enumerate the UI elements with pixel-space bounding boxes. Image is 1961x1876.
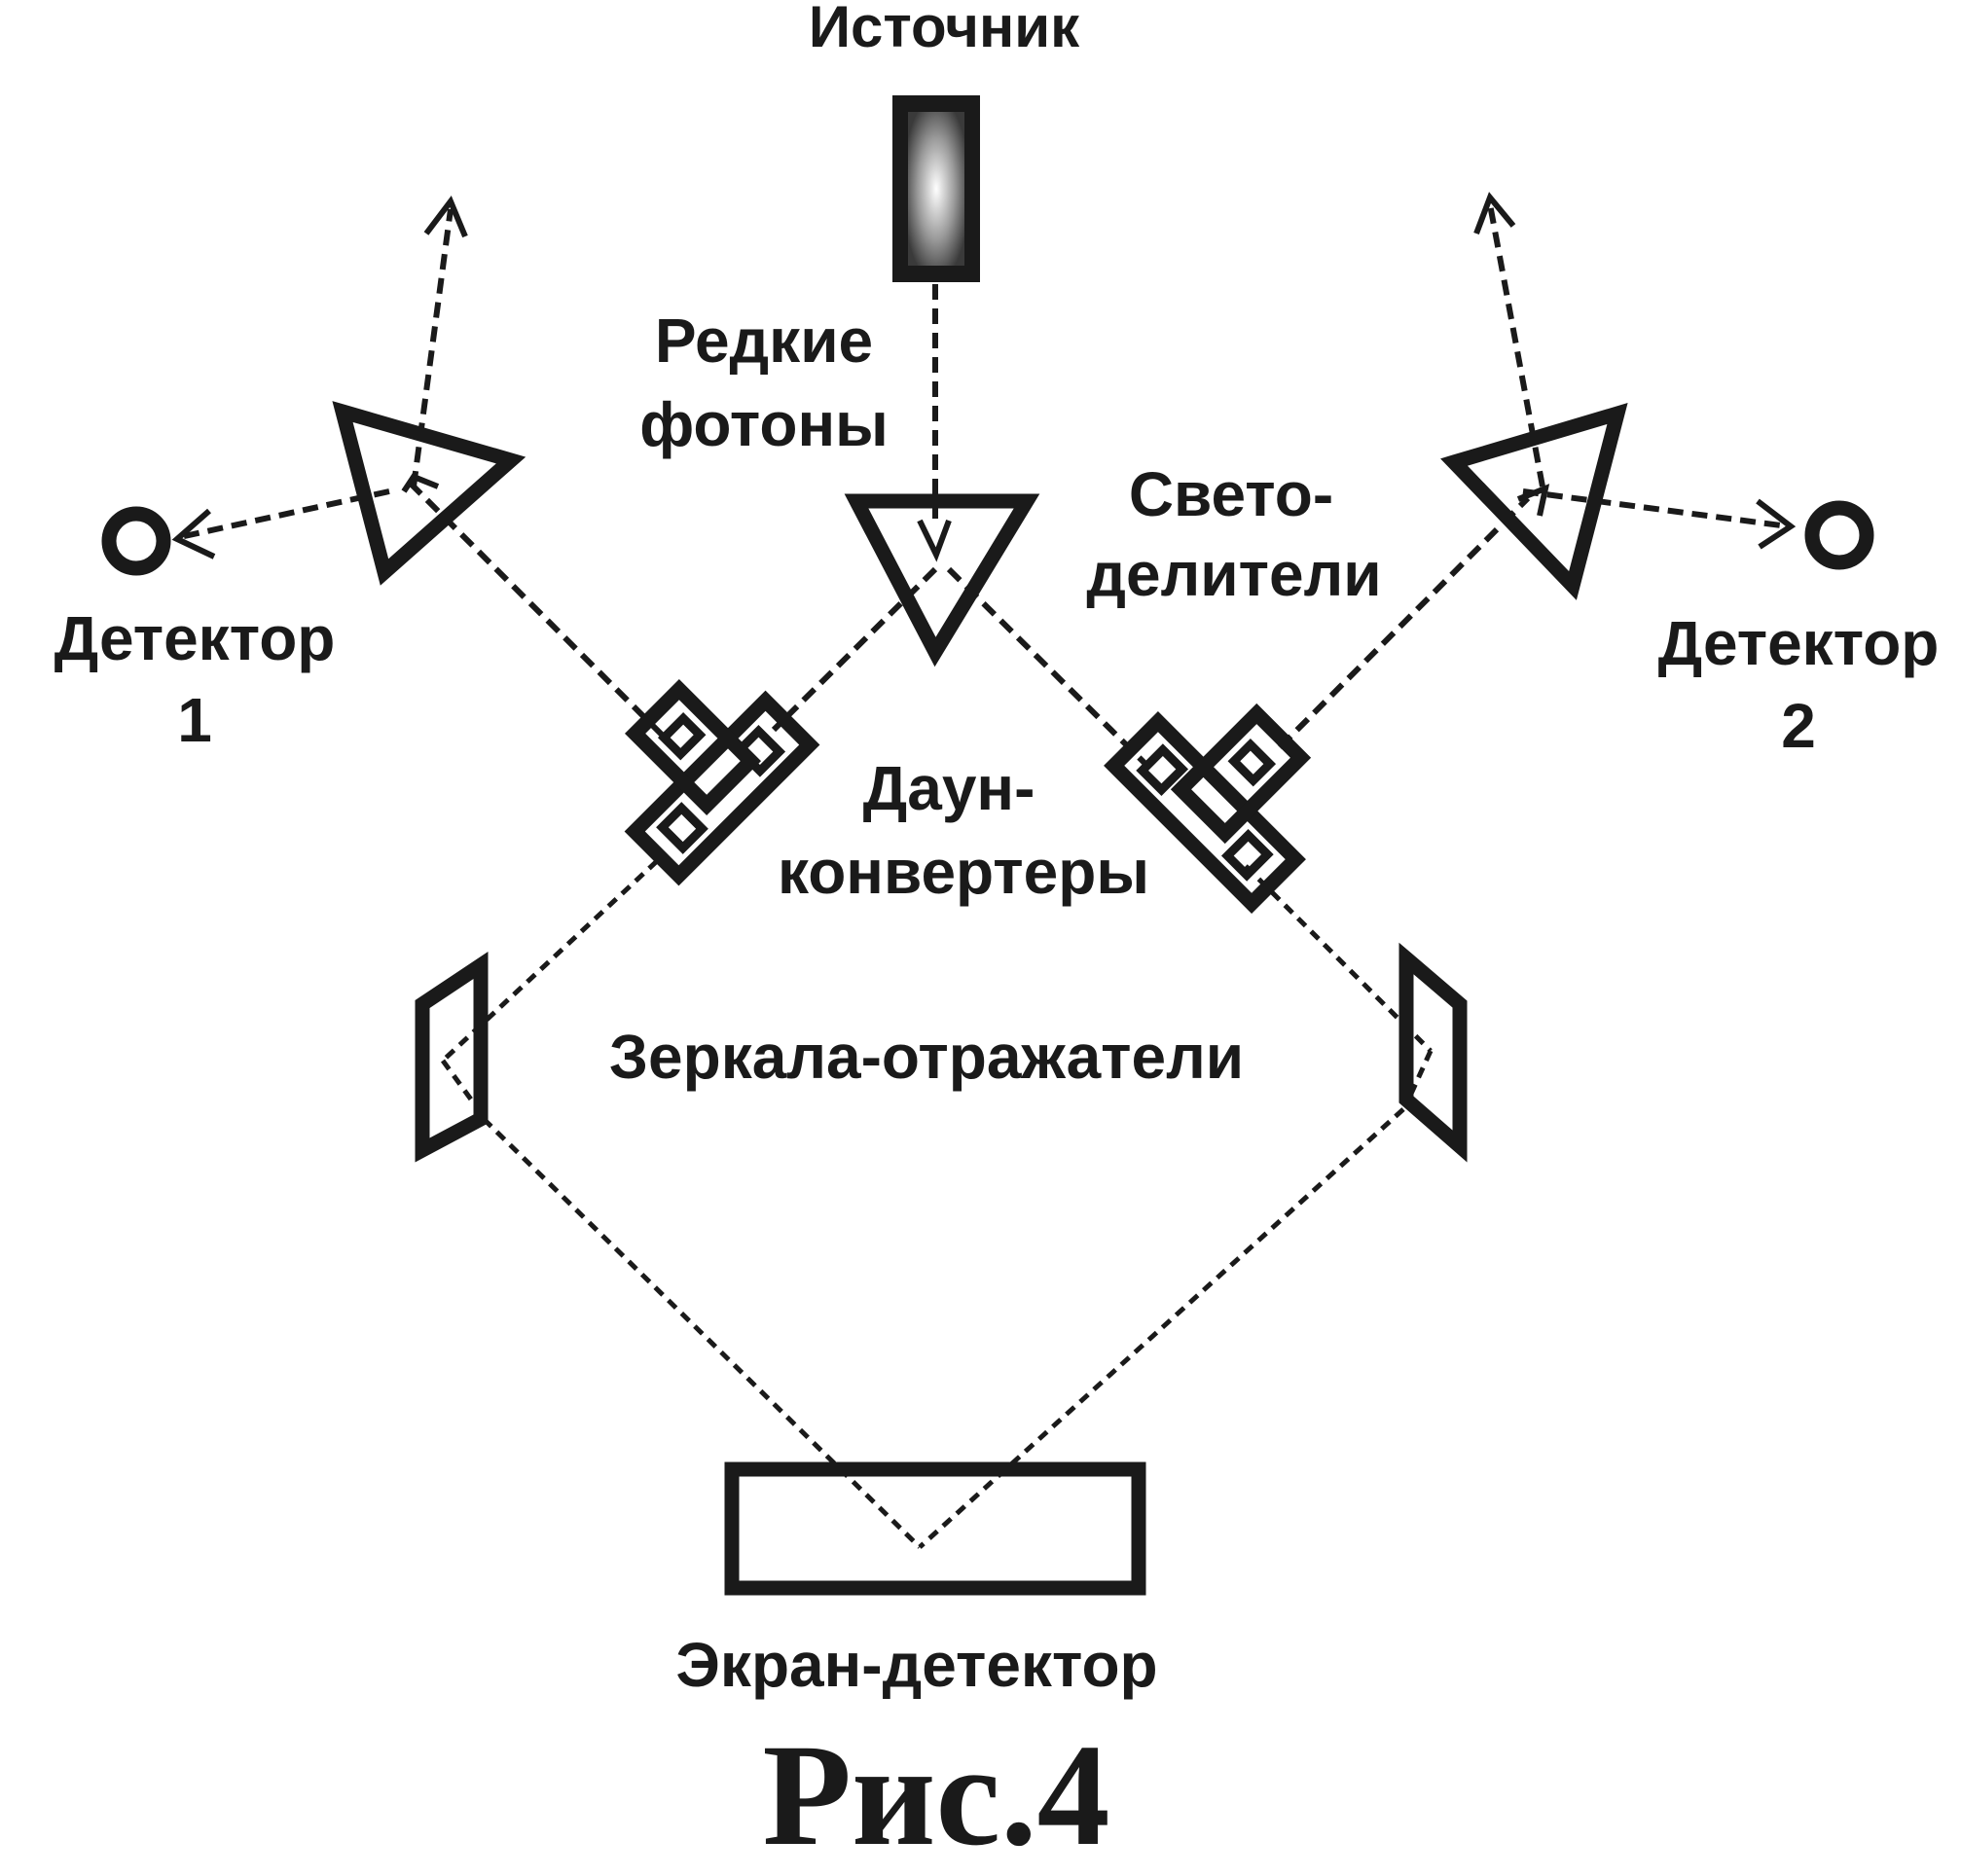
mirror-left-icon [415, 951, 489, 1163]
beam-left-splitter-up [411, 208, 454, 487]
beam-right-mirror-reflect [1403, 1049, 1434, 1106]
arrowhead-left-up [423, 196, 468, 238]
beam-right-converter-to-mirror [1244, 864, 1433, 1053]
beam-splitter-left-icon [332, 401, 527, 586]
screen-detector-label: Экран-детектор [675, 1630, 1157, 1700]
arrowhead-left-splitter [401, 473, 440, 493]
beam-to-detector-1 [179, 488, 390, 540]
beam-splitters-label-line2: делители [1086, 539, 1381, 609]
detector-1-label-line2: 1 [177, 685, 212, 755]
detector-2-icon [1804, 500, 1874, 570]
detector-2-label-line1: Детектор [1658, 608, 1940, 678]
downconverter-right-icon [1104, 703, 1312, 914]
detector-1-label-line1: Детектор [54, 603, 336, 673]
arrowhead-right-splitter [1516, 484, 1550, 517]
mirror-right-icon [1398, 942, 1468, 1163]
beam-left-mirror-to-screen [482, 1117, 922, 1549]
rare-photons-label-line1: Редкие [655, 306, 873, 376]
screen-detector-icon [724, 1461, 1146, 1596]
downconverters-label-line2: конвертеры [778, 837, 1149, 907]
arrowhead-detector-2 [1756, 498, 1797, 550]
beam-arrowhead-down [917, 519, 952, 562]
beam-splitter-center-icon [844, 493, 1040, 667]
downconverters-label-line1: Даун- [863, 753, 1035, 823]
beam-left-converter-to-left-splitter [406, 479, 665, 738]
figure-caption: Рис.4 [762, 1714, 1109, 1876]
beam-right-converter-to-right-splitter [1277, 495, 1531, 750]
detector-1-icon [101, 506, 171, 576]
detector-2-label-line2: 2 [1781, 691, 1816, 761]
mirrors-label: Зеркала-отражатели [609, 1022, 1244, 1092]
beam-to-detector-2 [1522, 488, 1782, 528]
downconverter-left-icon [624, 678, 820, 886]
light-source-icon [892, 95, 980, 282]
arrowhead-detector-1 [171, 508, 216, 559]
beam-splitters-label-line1: Свето- [1129, 459, 1333, 529]
beam-splitter-right-icon [1440, 403, 1628, 600]
rare-photons-label-line2: фотоны [639, 389, 889, 459]
beam-right-mirror-to-screen [918, 1107, 1405, 1549]
arrowhead-right-up [1473, 192, 1516, 235]
source-label: Источник [809, 0, 1080, 59]
